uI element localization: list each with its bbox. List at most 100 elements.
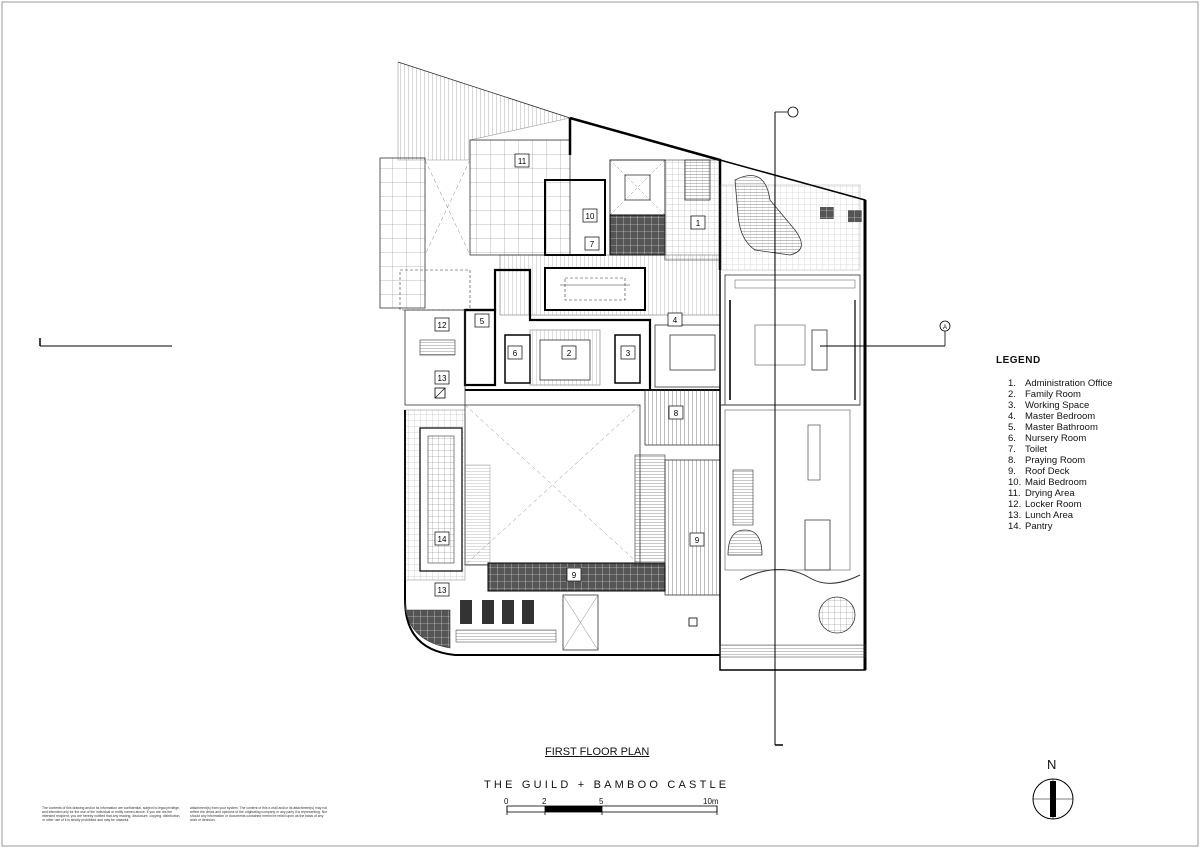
room-tag-number: 1 bbox=[696, 219, 701, 228]
legend-item: 2. Family Room bbox=[996, 389, 1186, 400]
legend-item-number: 6. bbox=[1008, 433, 1016, 444]
room-tag: 9 bbox=[689, 532, 705, 547]
room-tag: 5 bbox=[474, 313, 490, 328]
drawing-title: FIRST FLOOR PLAN bbox=[545, 746, 650, 758]
scale-label-2: 2 bbox=[542, 797, 547, 806]
section-marker-A: A bbox=[820, 320, 951, 347]
curved-planter bbox=[734, 175, 802, 256]
room-tag-number: 12 bbox=[438, 321, 447, 330]
room-tag: 13 bbox=[434, 370, 450, 385]
room-tag-number: 2 bbox=[567, 349, 572, 358]
legend-item-number: 4. bbox=[1008, 411, 1016, 422]
legend-item: 4. Master Bedroom bbox=[996, 411, 1186, 422]
legend-item-number: 10. bbox=[1008, 477, 1022, 488]
room-tag-number: 8 bbox=[674, 409, 679, 418]
legend-item: 9. Roof Deck bbox=[996, 466, 1186, 477]
disclaimer-col1: The contents of this drawing and/or its … bbox=[42, 806, 181, 822]
north-arrow-icon bbox=[1032, 778, 1074, 820]
legend-item: 13.Lunch Area bbox=[996, 510, 1186, 521]
roof-deck-strip bbox=[664, 459, 721, 596]
room-tag: 13 bbox=[434, 582, 450, 597]
room-tag-number: 13 bbox=[438, 374, 447, 383]
section-marker-left bbox=[39, 338, 172, 347]
disclaimer-col2: attachment(s) from your system. The cont… bbox=[190, 806, 328, 822]
legend-item-label: Locker Room bbox=[1025, 499, 1082, 510]
legend-item-number: 9. bbox=[1008, 466, 1016, 477]
project-name: THE GUILD + BAMBOO CASTLE bbox=[484, 779, 730, 791]
room-tag: 1 bbox=[690, 215, 706, 230]
spiral-stair bbox=[727, 529, 763, 556]
scale-label-5: 5 bbox=[599, 797, 604, 806]
room-tag: 10 bbox=[582, 208, 598, 223]
lunch-tables bbox=[455, 600, 557, 643]
legend-item-number: 1. bbox=[1008, 378, 1016, 389]
legend-item-label: Master Bathroom bbox=[1025, 422, 1098, 433]
room-tag-number: 11 bbox=[518, 157, 527, 166]
room-tag: 8 bbox=[668, 405, 684, 420]
legend-item-number: 14. bbox=[1008, 521, 1022, 532]
room-tag: 14 bbox=[434, 531, 450, 546]
section-marker-vertical bbox=[774, 106, 799, 746]
room-tag-number: 6 bbox=[513, 349, 518, 358]
legend-title: LEGEND bbox=[996, 355, 1041, 366]
drying-area bbox=[469, 139, 571, 256]
legend-item: 8. Praying Room bbox=[996, 455, 1186, 466]
svg-text:A: A bbox=[943, 325, 947, 331]
room-tag: 9 bbox=[566, 567, 582, 582]
legend-item: 3. Working Space bbox=[996, 400, 1186, 411]
legend-item-label: Maid Bedroom bbox=[1025, 477, 1087, 488]
room-tag-number: 4 bbox=[673, 316, 678, 325]
room-tag: 7 bbox=[584, 236, 600, 251]
scale-label-10m: 10m bbox=[703, 797, 719, 806]
legend-item: 1.Administration Office bbox=[996, 378, 1186, 389]
north-label: N bbox=[1047, 757, 1057, 772]
legend-item-label: Pantry bbox=[1025, 521, 1053, 532]
room-tag-number: 10 bbox=[586, 212, 595, 221]
dark-tile-area bbox=[609, 214, 666, 256]
legend-item: 7. Toilet bbox=[996, 444, 1186, 455]
room-tag: 3 bbox=[620, 345, 636, 360]
legend-item: 10.Maid Bedroom bbox=[996, 477, 1186, 488]
room-tag-number: 3 bbox=[626, 349, 631, 358]
room-tag-number: 14 bbox=[438, 535, 447, 544]
admin-office bbox=[724, 274, 861, 406]
room-tag: 4 bbox=[667, 312, 683, 327]
legend-item-number: 2. bbox=[1008, 389, 1016, 400]
legend-item-number: 12. bbox=[1008, 499, 1022, 510]
room-tag: 2 bbox=[561, 345, 577, 360]
legend-item-number: 13. bbox=[1008, 510, 1022, 521]
legend-item-label: Toilet bbox=[1025, 444, 1048, 455]
room-tag-number: 13 bbox=[438, 586, 447, 595]
legend-item: 11.Drying Area bbox=[996, 488, 1186, 499]
legend-item-number: 7. bbox=[1008, 444, 1016, 455]
legend-item: 6. Nursery Room bbox=[996, 433, 1186, 444]
room-tag-number: 7 bbox=[590, 240, 595, 249]
legend-item: 5. Master Bathroom bbox=[996, 422, 1186, 433]
legend-item-number: 3. bbox=[1008, 400, 1016, 411]
legend-item-number: 5. bbox=[1008, 422, 1016, 433]
legend-item-label: Family Room bbox=[1025, 389, 1081, 400]
scale-bar bbox=[506, 805, 718, 815]
room-tag-number: 5 bbox=[480, 317, 485, 326]
legend-item: 14.Pantry bbox=[996, 521, 1186, 532]
legend-item-label: Praying Room bbox=[1025, 455, 1086, 466]
glass-block-left bbox=[379, 157, 426, 309]
room-tag: 12 bbox=[434, 317, 450, 332]
legend-item-label: Nursery Room bbox=[1025, 433, 1087, 444]
legend-item-label: Master Bedroom bbox=[1025, 411, 1096, 422]
room-tag-number: 9 bbox=[572, 571, 577, 580]
legend-item-label: Roof Deck bbox=[1025, 466, 1070, 477]
room-tag-number: 9 bbox=[695, 536, 700, 545]
legend-item-number: 11. bbox=[1008, 488, 1021, 499]
legend-item-number: 8. bbox=[1008, 455, 1016, 466]
room-tag: 11 bbox=[514, 153, 530, 168]
legend-item: 12.Locker Room bbox=[996, 499, 1186, 510]
room-tag: 6 bbox=[507, 345, 523, 360]
legend-item-label: Lunch Area bbox=[1025, 510, 1074, 521]
legend-item-label: Working Space bbox=[1025, 400, 1090, 411]
scale-label-0: 0 bbox=[504, 797, 509, 806]
